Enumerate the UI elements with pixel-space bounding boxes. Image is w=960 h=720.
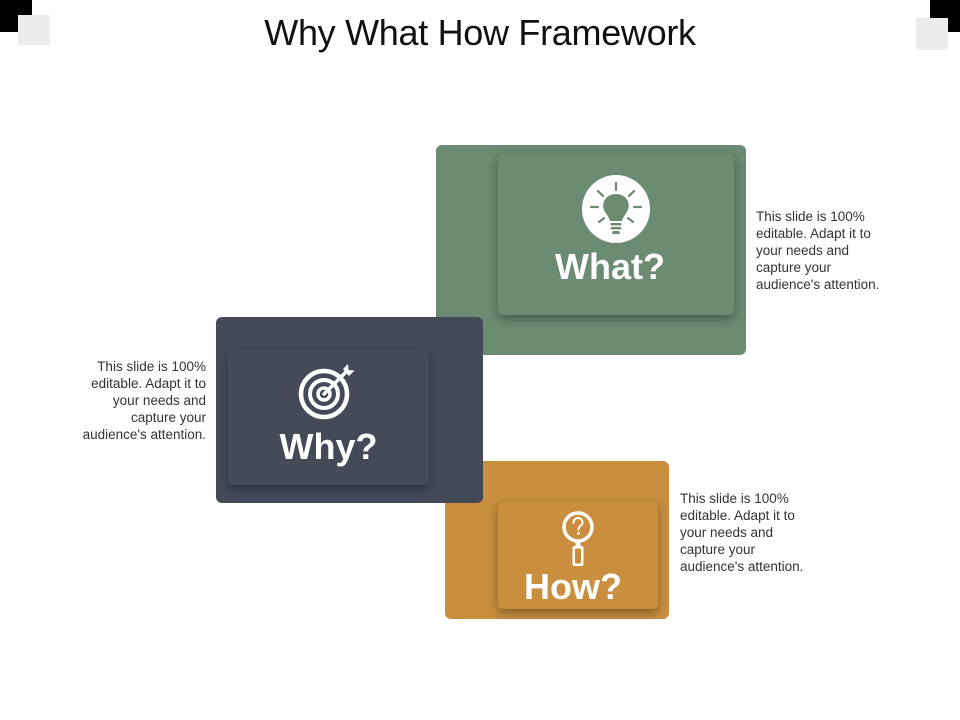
why-label: Why? (279, 426, 378, 467)
lightbulb-icon (582, 175, 650, 243)
how-label: How? (524, 566, 622, 607)
how-description: This slide is 100% editable. Adapt it to… (680, 491, 804, 574)
why-description: This slide is 100% editable. Adapt it to… (82, 359, 206, 442)
what-description: This slide is 100% editable. Adapt it to… (756, 209, 880, 292)
what-label: What? (555, 246, 665, 287)
slide-title: Why What How Framework (264, 12, 696, 53)
corner-marker-top-right-inner (916, 18, 948, 50)
corner-marker-top-left-inner (18, 15, 50, 45)
target-icon (298, 364, 355, 420)
magnifier-question-icon (562, 511, 594, 566)
